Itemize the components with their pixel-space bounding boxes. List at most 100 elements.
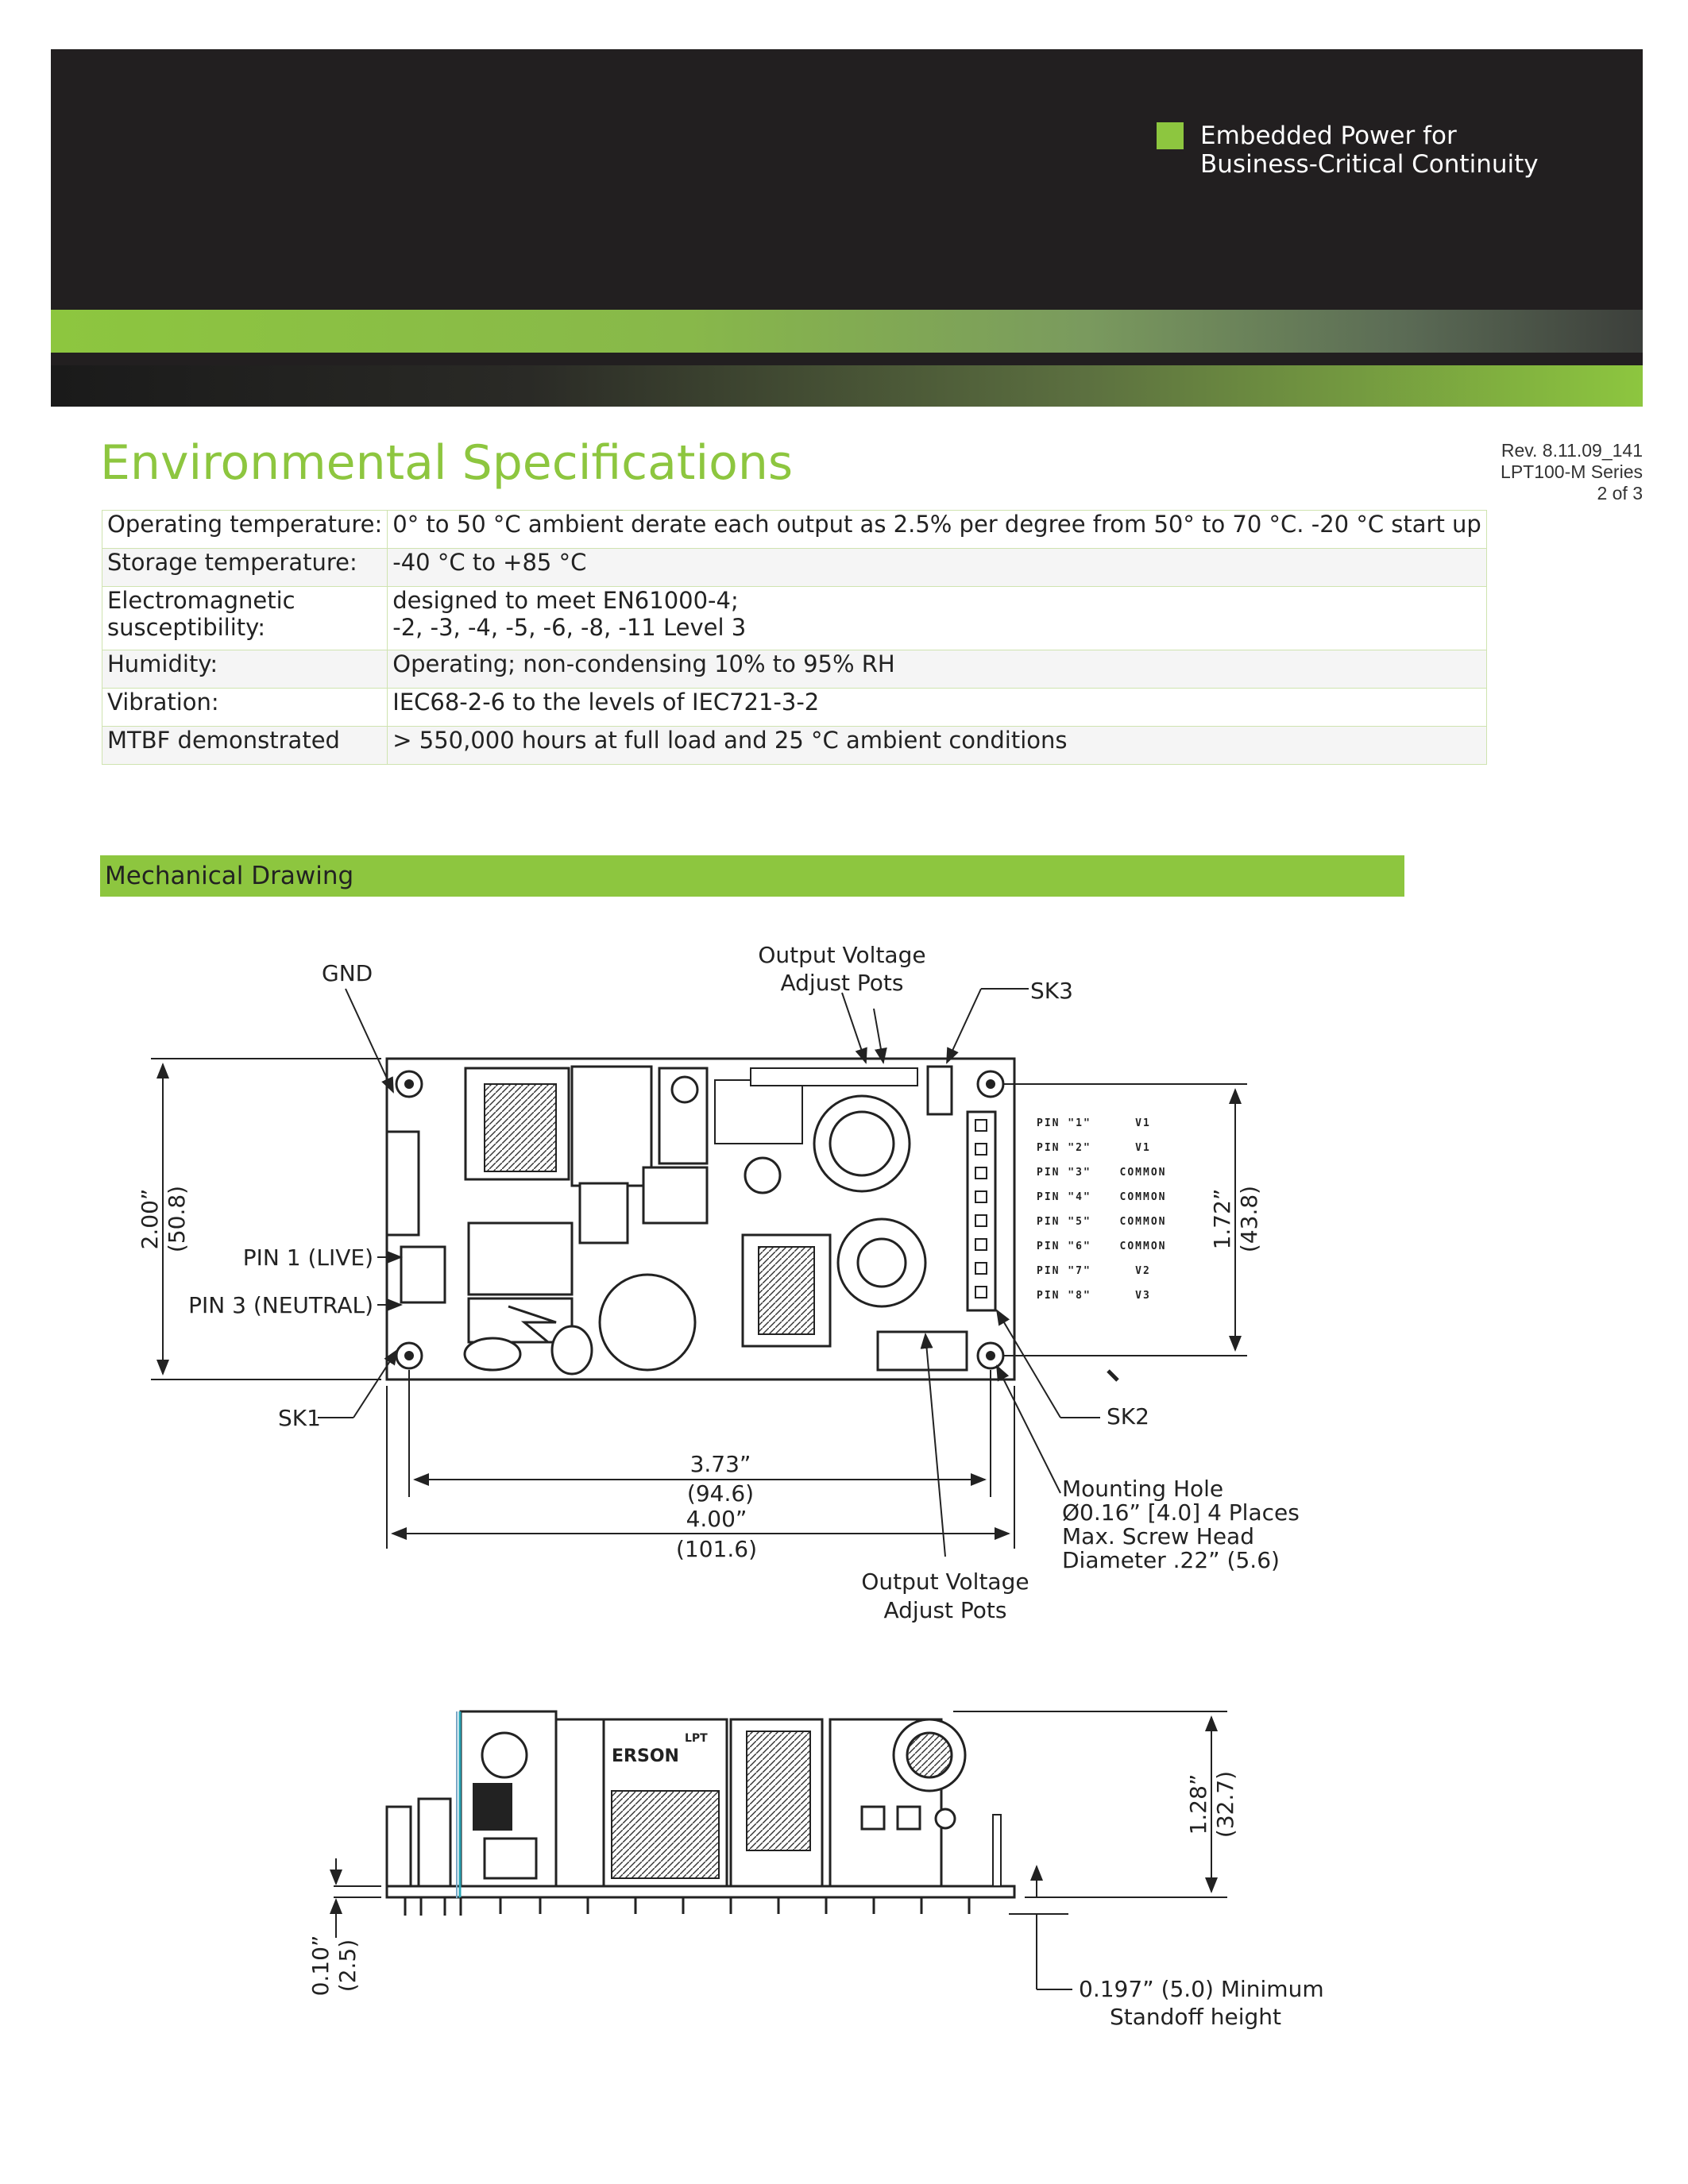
label-output-pots-top-2: Adjust Pots [780, 970, 903, 996]
page-title: Environmental Specifications [100, 435, 794, 491]
label-mounting-1: Mounting Hole [1062, 1476, 1223, 1502]
label-sk2: SK2 [1107, 1403, 1149, 1430]
sk3-connector [926, 1065, 953, 1116]
label-gnd: GND [322, 960, 373, 986]
spec-label-cell: Humidity: [101, 650, 388, 689]
spec-value: 0° to 50 °C ambient derate each output a… [392, 511, 1481, 538]
label-dim-side-mm: (32.7) [1212, 1771, 1238, 1838]
spec-value-cell: 0° to 50 °C ambient derate each output a… [387, 510, 1487, 549]
spec-value: IEC68-2-6 to the levels of IEC721-3-2 [392, 689, 820, 716]
spec-table: Operating temperature: 0° to 50 °C ambien… [101, 510, 1487, 765]
pin-signal: COMMON [1120, 1191, 1167, 1203]
spec-label: Vibration: [107, 689, 219, 716]
pin-signal: V1 [1135, 1117, 1151, 1129]
pin-signal: V3 [1135, 1290, 1151, 1302]
side-view-pcb [385, 1885, 1016, 1899]
input-connector-outline [385, 1130, 420, 1237]
label-dim-height-mm: (50.8) [164, 1186, 190, 1252]
label-dim-width-mm: (101.6) [676, 1536, 757, 1562]
label-pin3: PIN 3 (NEUTRAL) [188, 1292, 373, 1318]
spec-label: MTBF demonstrated [107, 727, 340, 754]
spec-value-cell: > 550,000 hours at full load and 25 °C a… [387, 726, 1487, 765]
spec-value: Operating; non-condensing 10% to 95% RH [392, 650, 895, 677]
label-dim-lead-in: 0.10” [307, 1935, 334, 1997]
spec-label: Operating temperature: [107, 511, 383, 538]
banner-green-stripe [51, 310, 1643, 353]
spec-value: > 550,000 hours at full load and 25 °C a… [392, 727, 1068, 754]
pin-signal: COMMON [1120, 1167, 1167, 1179]
spec-value: designed to meet EN61000-4; [392, 587, 739, 614]
label-dim-width-in: 4.00” [686, 1506, 747, 1532]
label-mounting-4: Diameter .22” (5.6) [1062, 1547, 1280, 1573]
tagline-square-icon [1157, 122, 1184, 149]
pin-signal: V1 [1135, 1142, 1151, 1154]
top-view-dimensions [151, 988, 1247, 1557]
revision-number: Rev. 8.11.09_141 [1501, 440, 1643, 461]
label-dim-right-mm: (43.8) [1236, 1186, 1262, 1252]
spec-row: Humidity: Operating; non-condensing 10% t… [101, 650, 1487, 689]
spec-label-cell: MTBF demonstrated [101, 726, 388, 765]
banner-dark-stripe [51, 353, 1643, 365]
top-view-board [385, 1057, 1016, 1381]
mechanical-section-bar: Mechanical Drawing [100, 855, 1404, 897]
pin-signal: V2 [1135, 1265, 1151, 1277]
pin-number: PIN "4" [1037, 1191, 1091, 1203]
spec-row: Storage temperature: -40 °C to +85 °C [101, 548, 1487, 587]
pin-number: PIN "5" [1037, 1216, 1091, 1228]
label-output-pots-bottom-1: Output Voltage [861, 1569, 1029, 1595]
label-dim-height-in: 2.00” [137, 1189, 163, 1250]
spec-row: Operating temperature: 0° to 50 °C ambien… [101, 510, 1487, 549]
mounting-hole [976, 1341, 1005, 1370]
spec-value-cell: Operating; non-condensing 10% to 95% RH [387, 650, 1487, 689]
pin-number: PIN "6" [1037, 1241, 1091, 1252]
label-pin1: PIN 1 (LIVE) [243, 1244, 373, 1271]
header-banner [51, 49, 1643, 407]
pin-number: PIN "1" [1037, 1117, 1091, 1129]
label-standoff-1: 0.197” (5.0) Minimum [1079, 1976, 1324, 2002]
spec-label-cell: Vibration: [101, 688, 388, 727]
label-dim-right-in: 1.72” [1209, 1189, 1235, 1250]
series-name: LPT100-M Series [1501, 461, 1643, 482]
label-dim-holes-mm: (94.6) [687, 1480, 754, 1507]
page-number: 2 of 3 [1597, 483, 1643, 504]
bulk-capacitor [598, 1273, 697, 1372]
label-standoff-2: Standoff height [1110, 2004, 1281, 2030]
pin-number: PIN "3" [1037, 1167, 1091, 1179]
revision-block: Rev. 8.11.09_141 LPT100-M Series 2 of 3 [1501, 440, 1643, 504]
spec-value: -40 °C to +85 °C [392, 549, 587, 576]
banner-gradient-stripe [51, 365, 1643, 407]
board-model-fragment: LPT [685, 1732, 708, 1745]
label-output-pots-bottom-2: Adjust Pots [883, 1597, 1006, 1623]
spec-label: Humidity: [107, 650, 218, 677]
label-sk3: SK3 [1030, 978, 1073, 1004]
pin-signal: COMMON [1120, 1241, 1167, 1252]
spec-value-cell: IEC68-2-6 to the levels of IEC721-3-2 [387, 688, 1487, 727]
label-dim-side-in: 1.28” [1185, 1774, 1211, 1835]
tagline-line-2: Business-Critical Continuity [1200, 150, 1539, 179]
mounting-hole [976, 1070, 1005, 1098]
board-brand-fragment: ERSON [612, 1746, 679, 1766]
pin-signal: COMMON [1120, 1216, 1167, 1228]
side-view-dimensions [330, 1711, 1227, 1990]
mounting-hole [395, 1341, 423, 1370]
spec-label: Storage temperature: [107, 549, 357, 576]
label-mounting-3: Max. Screw Head [1062, 1523, 1254, 1549]
pin-number: PIN "8" [1037, 1290, 1091, 1302]
spec-label: susceptibility: [107, 614, 265, 641]
spec-value: -2, -3, -4, -5, -6, -8, -11 Level 3 [392, 614, 747, 641]
spec-value-cell: designed to meet EN61000-4;-2, -3, -4, -… [387, 586, 1487, 650]
tagline-line-1: Embedded Power for [1200, 122, 1457, 150]
pin-number: PIN "7" [1037, 1265, 1091, 1277]
spec-value-cell: -40 °C to +85 °C [387, 548, 1487, 587]
side-view-board: ERSON LPT [385, 1710, 1016, 1916]
mounting-hole [395, 1070, 423, 1098]
spec-row: MTBF demonstrated > 550,000 hours at full… [101, 726, 1487, 765]
pin-number: PIN "2" [1037, 1142, 1091, 1154]
label-output-pots-top-1: Output Voltage [758, 942, 925, 968]
spec-row: Vibration: IEC68-2-6 to the levels of IEC… [101, 688, 1487, 727]
mechanical-section-title: Mechanical Drawing [105, 862, 354, 890]
